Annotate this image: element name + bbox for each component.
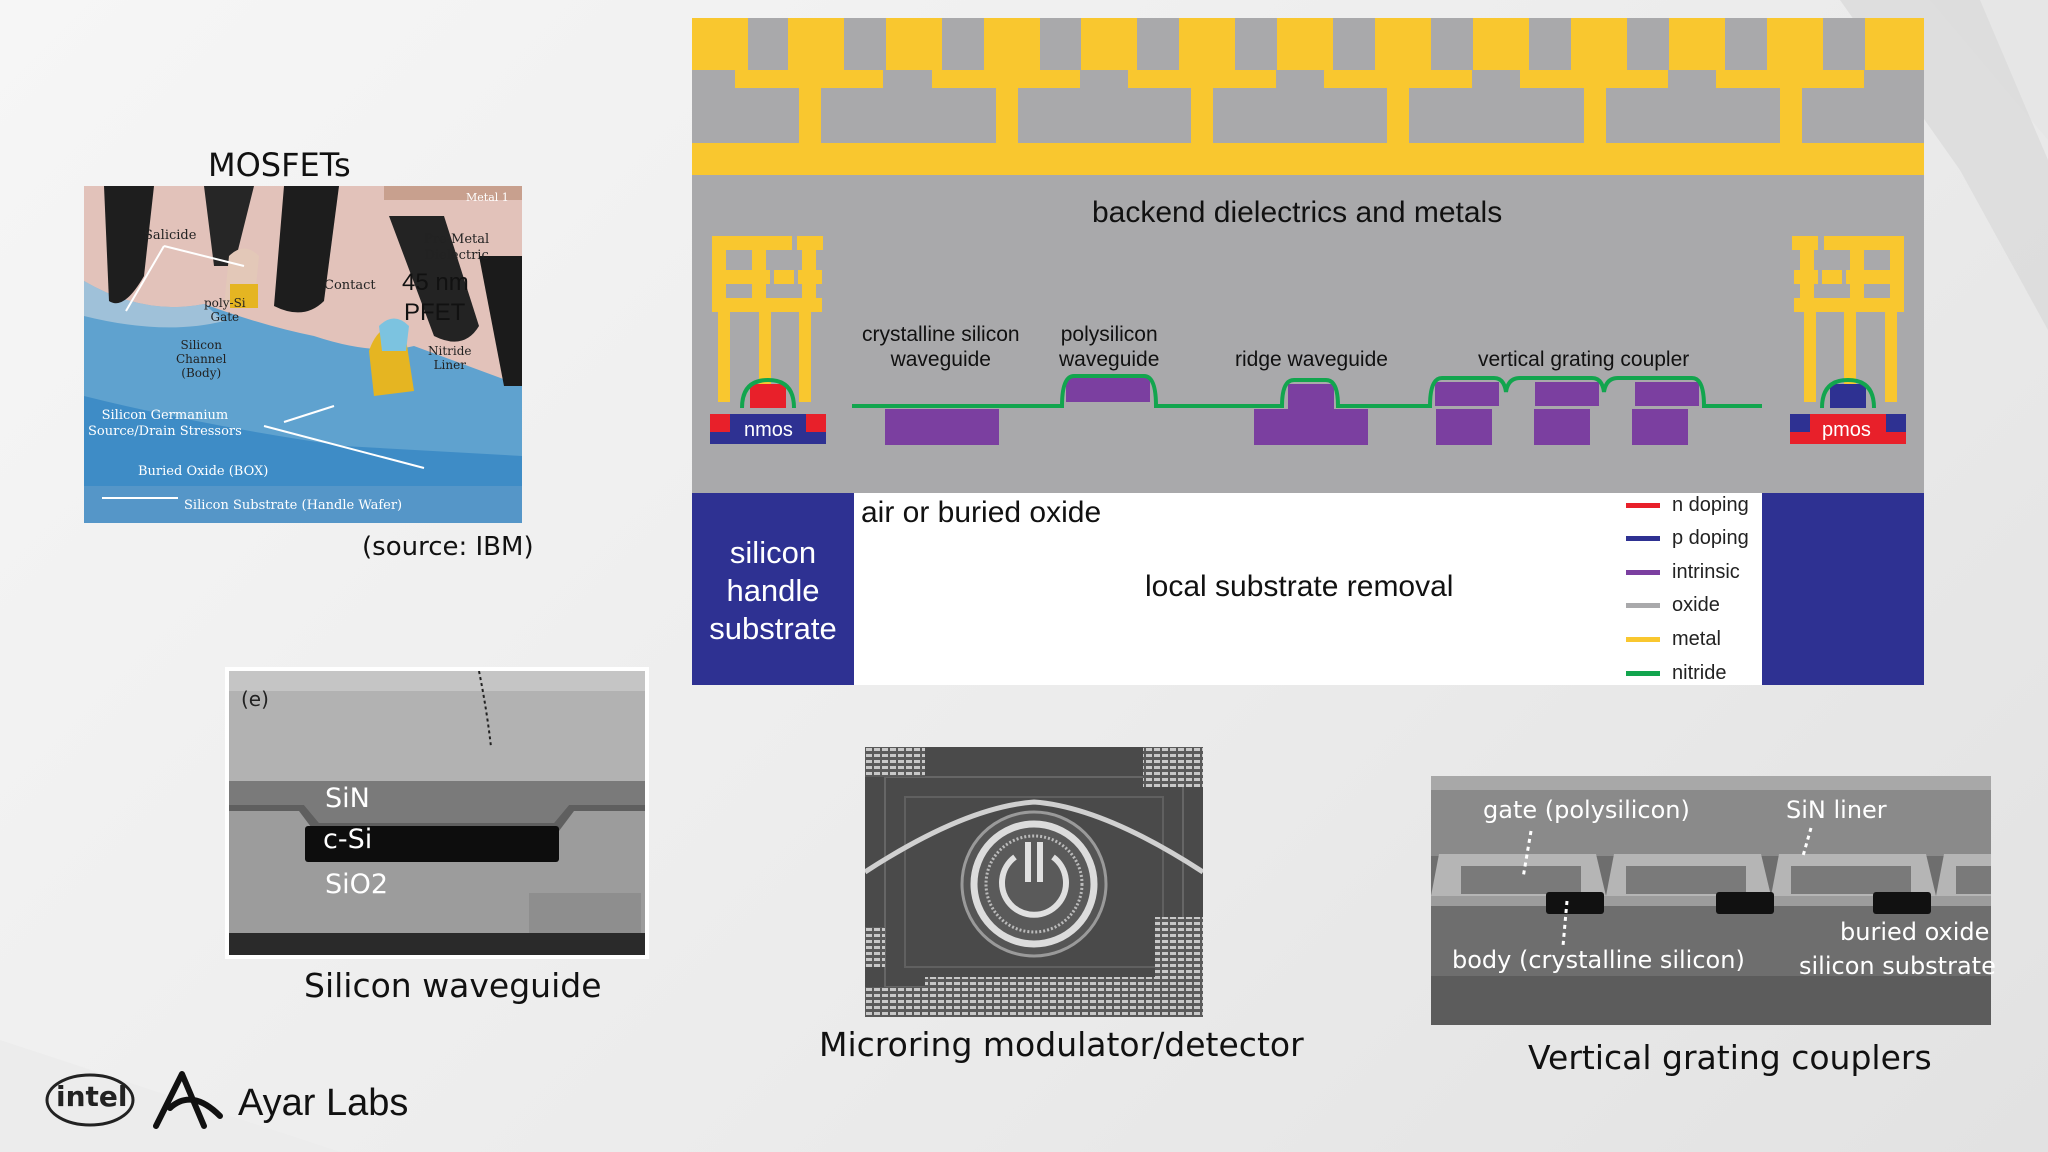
backend-label: backend dielectrics and metals [1092,196,1503,229]
pfet-label: PFET [404,299,466,326]
microring-sem [863,747,1205,1017]
mosfet-source: (source: IBM) [362,532,534,562]
local-removal-label: local substrate removal [1145,570,1454,603]
waveguide-caption: Silicon waveguide [304,966,602,1005]
legend-item: metal [1626,624,1721,654]
mosfet-title: MOSFETs [208,146,351,184]
panel-tag: (e) [241,687,269,711]
buried-oxide-label: buried oxide [1840,918,1990,946]
legend-swatch [1626,569,1660,575]
salicide-label: Salicide [144,228,197,243]
grating-tem: gate (polysilicon) SiN liner body (cryst… [1431,776,1996,1025]
legend-swatch [1626,536,1660,542]
legend-swatch [1626,670,1660,676]
ayar-mark-icon [153,1071,223,1129]
grating-image [1431,776,1991,1025]
sin-label: SiN [325,783,370,814]
csi-label: c-Si [323,824,373,855]
intel-wordmark: intel [56,1080,128,1113]
metal1-label: Metal 1 [466,191,509,204]
body-label: body (crystalline silicon) [1452,946,1745,974]
legend-item: oxide [1626,591,1720,621]
ayar-wordmark: Ayar Labs [238,1082,409,1124]
legend-label: oxide [1672,594,1720,617]
waveguide-image [229,671,645,955]
sige-label: Silicon Germanium Source/Drain Stressors [88,408,242,439]
legend-swatch [1626,603,1660,609]
legend-item: n doping [1626,490,1749,520]
sin-liner-label: SiN liner [1786,796,1887,824]
box-label: Buried Oxide (BOX) [138,464,269,479]
intel-ring [45,1073,135,1127]
pmos-label: pmos [1822,419,1871,441]
polysi-label: poly-Si Gate [204,296,246,324]
process-diagram: backend dielectrics and metals crystalli… [692,18,1924,685]
legend-item: intrinsic [1626,557,1740,587]
handle-label: Silicon Substrate (Handle Wafer) [184,498,403,513]
gate-label: gate (polysilicon) [1483,796,1690,824]
legend-label: n doping [1672,493,1749,516]
legend-label: nitride [1672,661,1727,684]
legend-item: nitride [1626,658,1726,688]
premetal-label: Pre-Metal Dielectric [424,232,490,263]
mosfet-image [84,186,522,523]
ayar-logo: Ayar Labs [152,1068,432,1132]
legend-swatch [1626,502,1660,508]
polysilicon-waveguide-label: polysilicon waveguide [1059,323,1160,371]
microring-image [863,747,1205,1017]
legend-label: intrinsic [1672,560,1740,583]
intel-logo: intel [44,1070,136,1128]
mosfet-arrows [102,245,425,499]
mosfet-micrograph: Metal 1 Salicide Pre-Metal Dielectric Co… [84,186,522,523]
ridge-waveguide-label: ridge waveguide [1235,348,1388,371]
channel-label: Silicon Channel (Body) [176,338,227,380]
sio2-label: SiO2 [325,869,389,900]
vgc-label: vertical grating coupler [1478,348,1690,371]
waveguide-tem: (e) SiN c-Si SiO2 [225,667,649,959]
node-label: 45 nm [402,269,469,296]
nmos-label: nmos [744,419,793,441]
nitride-label: Nitride Liner [428,344,472,372]
grating-caption: Vertical grating couplers [1528,1038,1932,1077]
handle-substrate-label: silicon handle substrate [709,535,837,646]
crystalline-waveguide-label: crystalline silicon waveguide [862,323,1020,371]
air-label: air or buried oxide [861,496,1102,529]
legend-swatch [1626,636,1660,642]
contact-label: Contact [324,278,376,293]
microring-caption: Microring modulator/detector [819,1025,1304,1064]
cross-section-svg [692,18,1924,685]
legend-label: metal [1672,627,1721,650]
legend-label: p doping [1672,527,1749,550]
legend-item: p doping [1626,524,1749,554]
silicon-substrate-label: silicon substrate [1799,952,1996,980]
